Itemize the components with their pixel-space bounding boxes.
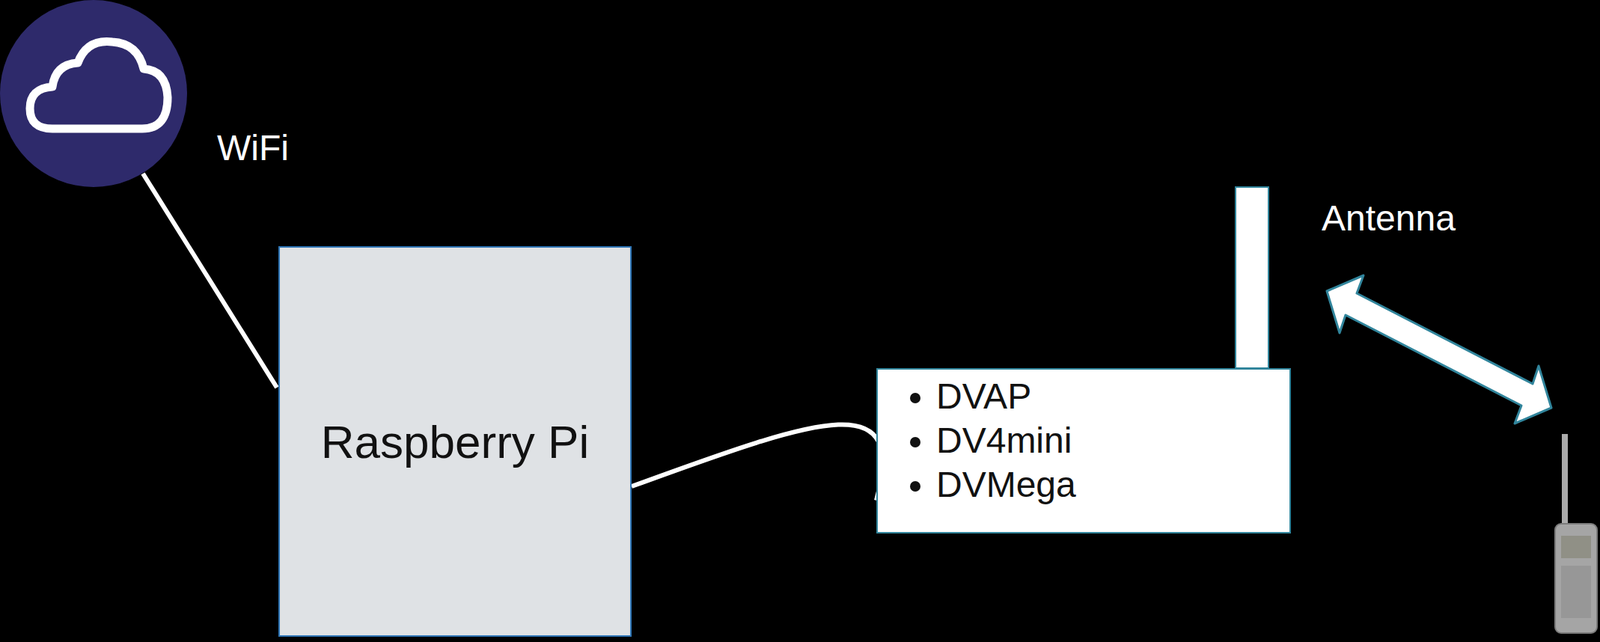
wifi-link (142, 173, 277, 388)
computer-box: Raspberry Pi (278, 246, 632, 637)
handheld-radio (1555, 434, 1598, 634)
box-title: Raspberry Pi (321, 415, 589, 469)
antenna (1235, 187, 1269, 369)
cable (631, 424, 883, 500)
hotspot-modem-box: DVAPDV4miniDVMega (876, 368, 1291, 534)
link-label: WiFi (217, 127, 289, 169)
cloud-outline (29, 41, 168, 129)
cloud-icon (0, 0, 188, 188)
list-item: DVMega (936, 462, 1290, 507)
radio-link-arrow (1326, 275, 1552, 424)
antenna-label: Antenna (1321, 197, 1456, 239)
list-item: DVAP (936, 374, 1290, 419)
list-item: DV4mini (936, 418, 1290, 463)
bullet-list: DVAPDV4miniDVMega (877, 369, 1290, 507)
